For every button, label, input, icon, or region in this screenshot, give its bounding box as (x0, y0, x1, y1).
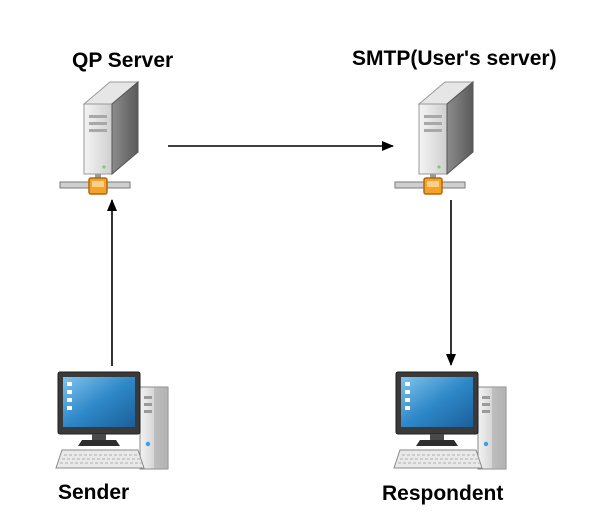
smtp-server-icon (394, 81, 474, 195)
smtp-server-label: SMTP(User's server) (352, 47, 557, 70)
respondent-label: Respondent (382, 482, 504, 505)
qp-server-label: QP Server (72, 49, 174, 72)
qp-server-icon (59, 81, 139, 195)
respondent-computer-icon (393, 371, 507, 470)
sender-computer-icon (55, 371, 169, 470)
sender-label: Sender (58, 481, 130, 504)
